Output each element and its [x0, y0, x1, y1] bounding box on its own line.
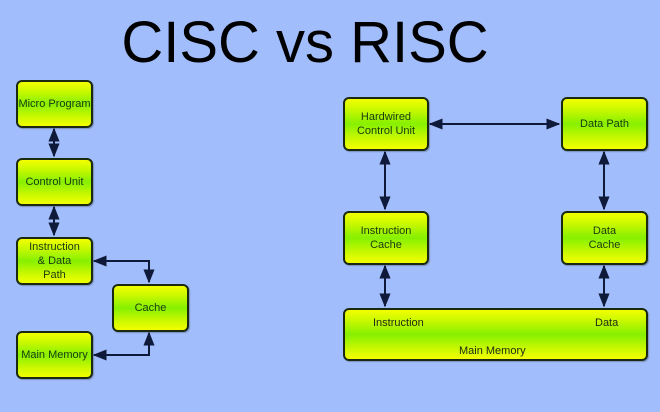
risc-main-memory-label: Main Memory: [459, 345, 526, 357]
risc-main-memory-data-port-label: Data: [595, 317, 619, 329]
risc-data-path-label: Data Path: [580, 118, 629, 130]
cisc-cache-label: Cache: [134, 302, 167, 314]
risc-hardwired-control-unit-label: Hardwired Control Unit: [356, 111, 416, 137]
risc-data-cache-box: Data Cache: [561, 211, 648, 265]
page-title: CISC vs RISC: [121, 10, 489, 75]
arrow-datapath-cache: [92, 255, 155, 284]
risc-instruction-cache-label: Instruction Cache: [360, 225, 412, 251]
cisc-control-unit-box: Control Unit: [16, 158, 93, 206]
risc-data-path-box: Data Path: [561, 97, 648, 151]
cisc-main-memory-label: Main Memory: [21, 349, 88, 361]
cisc-cache-box: Cache: [112, 284, 189, 332]
cisc-micro-program-label: Micro Program: [18, 98, 91, 110]
cisc-instruction-data-path-label: Instruction & Data Path: [29, 241, 80, 281]
risc-hardwired-control-unit-box: Hardwired Control Unit: [343, 97, 429, 151]
cisc-micro-program-box: Micro Program: [16, 80, 93, 128]
risc-main-memory-box: Instruction Data Main Memory: [343, 308, 648, 361]
cisc-control-unit-label: Control Unit: [25, 176, 84, 188]
cisc-instruction-data-path-box: Instruction & Data Path: [16, 237, 93, 285]
risc-instruction-cache-box: Instruction Cache: [343, 211, 429, 265]
cisc-main-memory-box: Main Memory: [16, 331, 93, 379]
risc-main-memory-instruction-port-label: Instruction: [373, 317, 424, 329]
risc-data-cache-label: Data Cache: [588, 225, 621, 251]
arrow-cache-mainmemory: [92, 331, 155, 361]
